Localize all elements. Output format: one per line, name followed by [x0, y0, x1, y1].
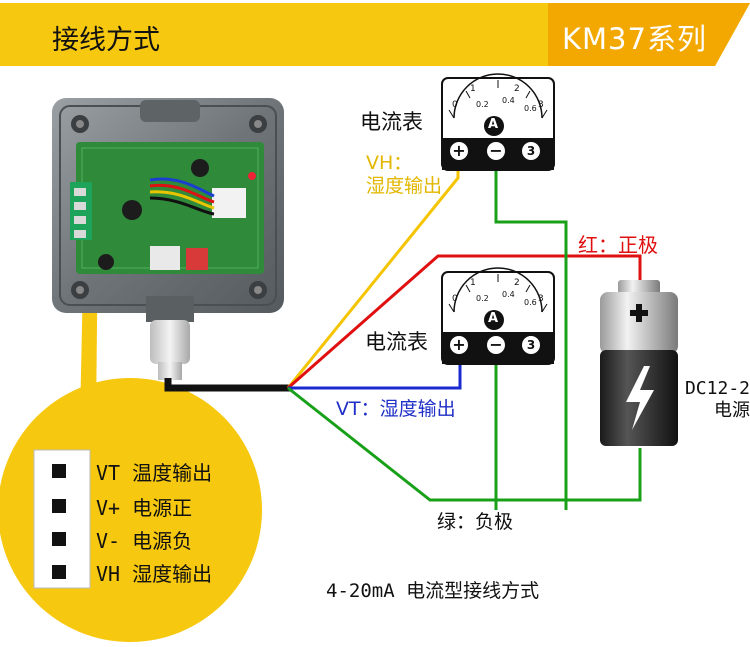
ammeter-top-scale-1: 1: [470, 84, 476, 94]
battery: [600, 280, 678, 446]
ammeter-top-sub-1: 0.2: [476, 100, 489, 109]
terminal-row-vt: VT 温度输出: [52, 457, 212, 485]
header-bar-shapes: [0, 3, 750, 66]
ammeter-bottom-plus-terminal: +: [450, 336, 468, 354]
terminal-pin-icon: [52, 464, 66, 478]
ammeter-top-sub-2: 0.4: [502, 96, 515, 105]
wires: [164, 158, 642, 510]
ammeter-bottom-third-terminal: 3: [522, 336, 540, 354]
ammeter-bottom-scale-2: 2: [514, 278, 520, 288]
ammeter-bottom-scale-1: 1: [470, 278, 476, 288]
terminal-row-vh: VH 湿度输出: [52, 558, 212, 586]
diagram-caption: 4-20mA 电流型接线方式: [326, 580, 540, 602]
ammeter-bottom-sub-2: 0.4: [502, 290, 515, 299]
ammeter-top-unit: A: [488, 117, 499, 132]
terminal-pin-icon: [52, 499, 66, 513]
ammeter-bottom-sub-3: 0.6: [524, 298, 537, 307]
positive-wire-label: 红：正极: [578, 233, 658, 257]
ammeter-top-minus-terminal: −: [487, 142, 505, 160]
ammeter-top-label: 电流表: [360, 110, 423, 134]
power-supply-line2: 电源: [714, 400, 750, 421]
terminal-row-label: VH 湿度输出: [96, 561, 213, 586]
ammeter-top-plus-terminal: +: [450, 142, 468, 160]
ammeter-bottom-scale-3: 3: [538, 294, 544, 304]
ammeter-bottom-scale-0: 0: [452, 294, 458, 304]
ammeter-bottom-label: 电流表: [365, 330, 428, 354]
terminal-row-label: V- 电源负: [96, 528, 193, 553]
vt-wire-label: VT：湿度输出: [336, 398, 456, 420]
terminal-pin-icon: [52, 532, 66, 546]
power-supply-label: DC12-2 电源: [684, 378, 750, 422]
ammeter-top-sub-3: 0.6: [524, 104, 537, 113]
ammeter-bottom-unit: A: [488, 311, 499, 326]
page-title: 接线方式: [52, 25, 160, 56]
series-label: KM37系列: [562, 22, 707, 56]
power-supply-line1: DC12-2: [684, 378, 750, 399]
terminal-row-vplus: V+ 电源正: [52, 492, 192, 520]
terminal-row-label: VT 温度输出: [96, 460, 213, 485]
ammeter-top-scale-2: 2: [514, 84, 520, 94]
vh-wire-label-line1: VH：: [366, 152, 413, 174]
terminal-row-label: V+ 电源正: [96, 495, 193, 520]
ammeter-top-scale-0: 0: [452, 100, 458, 110]
terminal-pin-icon: [52, 565, 66, 579]
ammeter-bottom-minus-terminal: −: [487, 336, 505, 354]
ammeter-top-third-terminal: 3: [522, 142, 540, 160]
sensor-enclosure: [52, 98, 284, 380]
negative-wire-label: 绿：负极: [437, 511, 514, 533]
vh-wire-label-line2: 湿度输出: [366, 175, 443, 197]
ammeter-bottom-sub-1: 0.2: [476, 294, 489, 303]
terminal-row-vminus: V- 电源负: [52, 525, 192, 553]
ammeter-top-scale-3: 3: [538, 100, 544, 110]
header-bar: 接线方式 KM37系列: [0, 0, 750, 70]
